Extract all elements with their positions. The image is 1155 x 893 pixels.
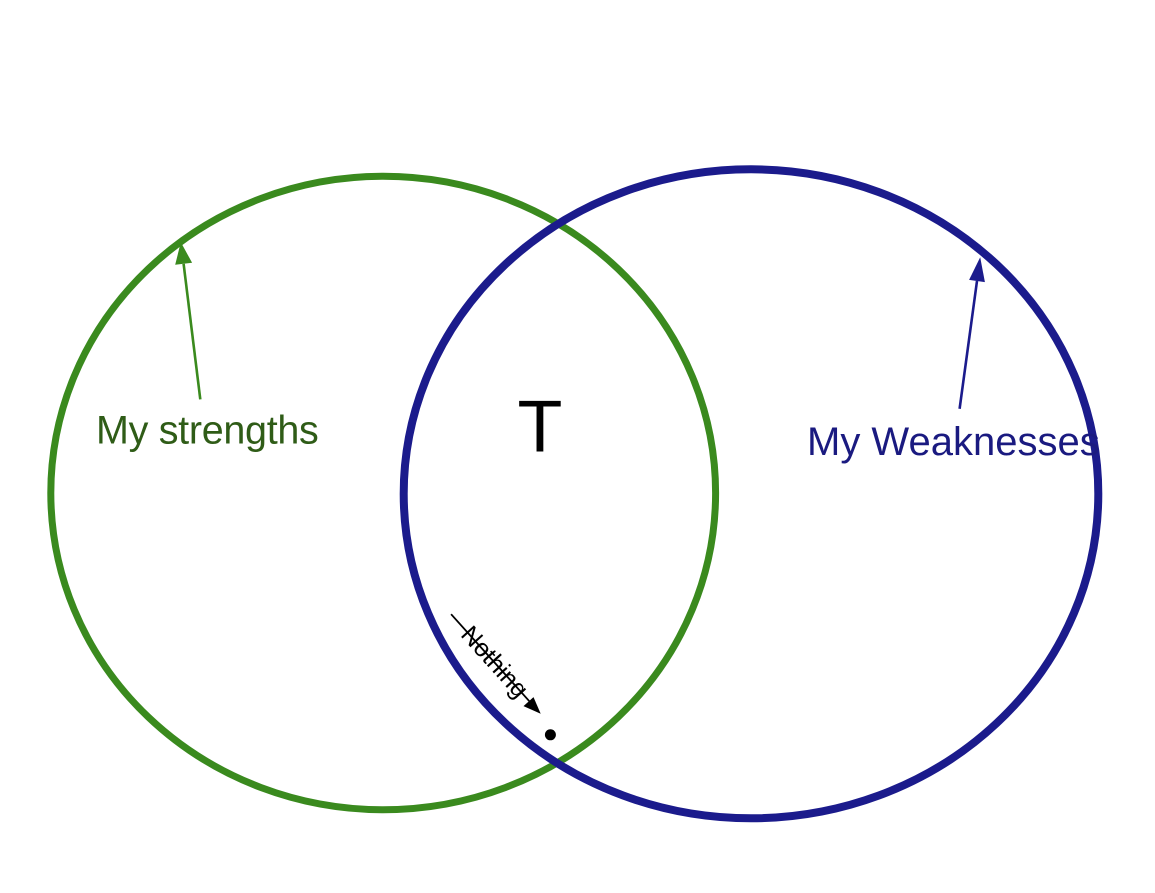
svg-text:T: T (518, 385, 563, 468)
svg-text:My Weaknesses: My Weaknesses (807, 420, 1100, 464)
svg-text:My strengths: My strengths (96, 409, 319, 453)
